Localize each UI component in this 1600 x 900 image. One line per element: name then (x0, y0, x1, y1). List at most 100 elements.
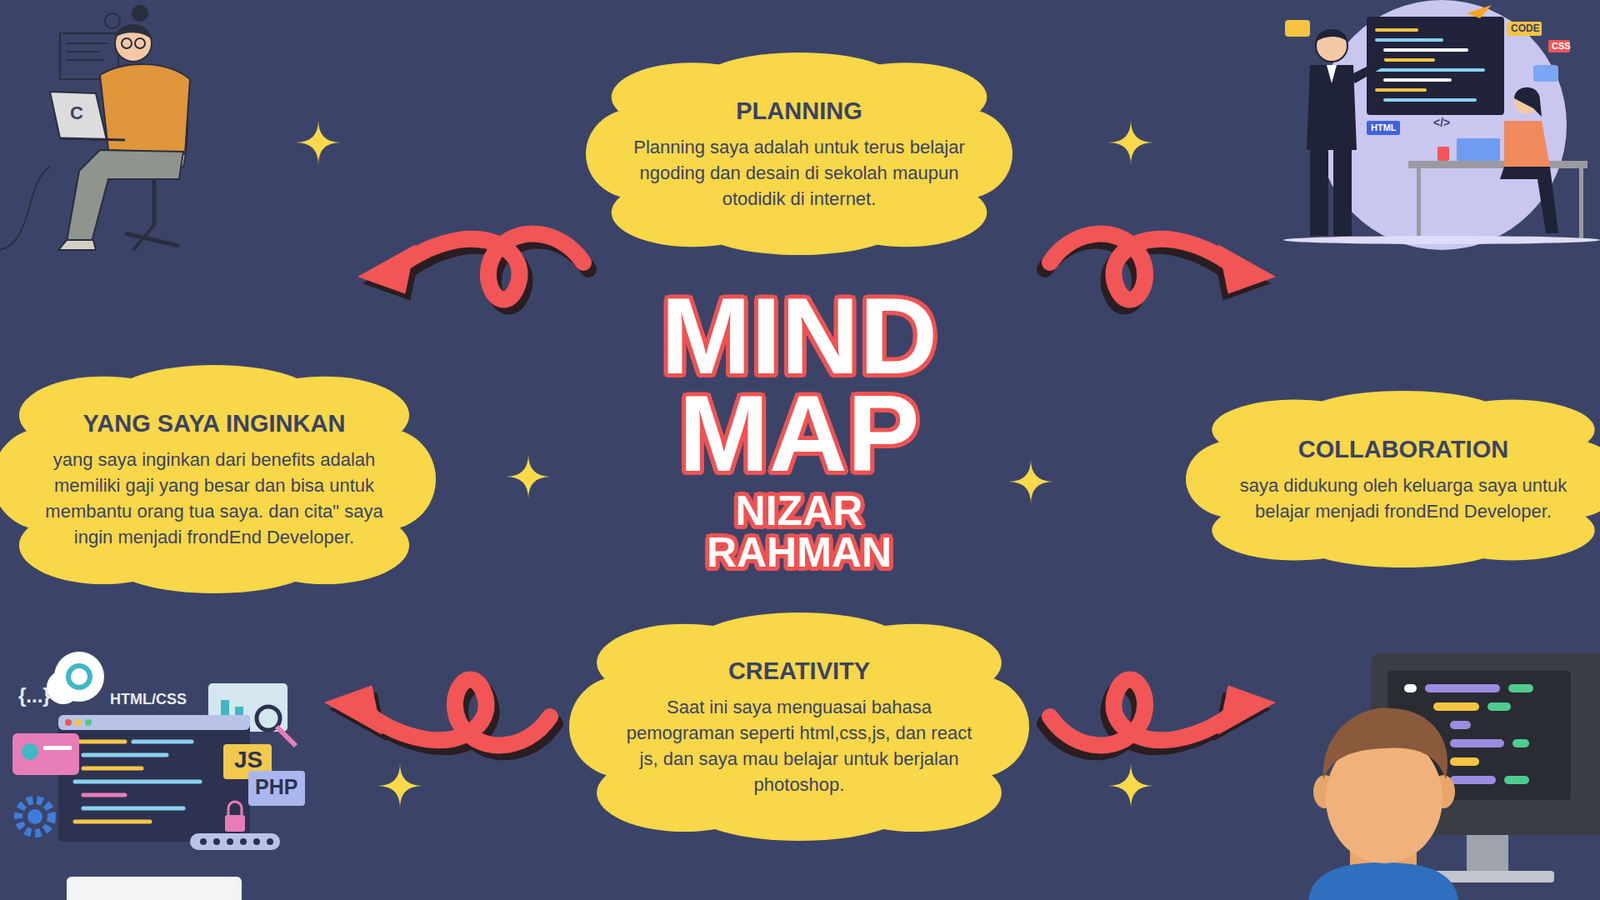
team-presentation-figure (1500, 166, 1559, 234)
code-tools-figure (200, 838, 274, 845)
team-presentation-figure (1385, 78, 1450, 82)
team-presentation-figure (1376, 88, 1425, 92)
team-presentation-figure (1466, 5, 1492, 19)
curly-arrow (1050, 234, 1275, 300)
illustration-label: CSS (1551, 40, 1571, 51)
cloud-heading: YANG SAYA INGINKAN (39, 408, 390, 439)
illustration-label: C (70, 103, 84, 124)
curly-arrow (1050, 680, 1275, 746)
code-tools-figure (75, 820, 150, 825)
team-presentation-figure (1408, 160, 1588, 169)
cloud-body-text: Saat ini saya menguasai bahasa pemograma… (615, 694, 983, 798)
code-tools-figure (18, 800, 52, 834)
team-presentation-figure (1283, 0, 1600, 250)
woman-coding-figure (60, 138, 125, 140)
cloud-heading: COLLABORATION (1232, 434, 1575, 465)
team-presentation-figure (1548, 40, 1570, 53)
code-tools-figure (190, 833, 280, 850)
sparkle (295, 120, 341, 165)
code-tools-figure (83, 766, 142, 771)
code-tools-figure (21, 743, 39, 760)
cloud-node: YANG SAYA INGINKAN yang saya inginkan dar… (0, 365, 436, 594)
woman-coding-figure (121, 38, 132, 49)
sparkle (377, 763, 423, 809)
developer-at-monitor-figure (1454, 757, 1475, 766)
code-tools-figure (75, 719, 82, 726)
team-presentation-figure (1333, 148, 1352, 236)
team-presentation-figure (1533, 65, 1559, 82)
code-tools-figure (75, 740, 125, 745)
team-presentation-figure (1366, 120, 1400, 135)
developer-at-monitor-figure (1323, 707, 1448, 780)
illustration-label: {...} (18, 685, 51, 707)
code-tools-figure (200, 838, 207, 845)
code-tools-figure (58, 715, 250, 842)
cloud-node: COLLABORATION saya didukung oleh keluarga… (1185, 390, 1600, 568)
illustration-label: </> (1433, 116, 1450, 130)
cloud-shape (569, 612, 1030, 841)
woman-coding-figure (131, 5, 149, 22)
curly-arrow (358, 234, 584, 300)
cloud-body-text: saya didukung oleh keluarga saya untuk b… (1232, 472, 1575, 525)
developer-at-monitor-figure (1408, 684, 1413, 693)
team-presentation-figure (1315, 29, 1348, 42)
team-presentation-figure (1504, 120, 1550, 167)
curly-arrow (1050, 680, 1275, 746)
developer-at-monitor-figure (1512, 684, 1530, 693)
team-presentation-figure (1306, 65, 1357, 150)
developer-at-monitor-figure (1454, 739, 1500, 748)
code-tools-figure (228, 801, 242, 815)
cloud-body-text: Planning saya adalah untuk terus belajar… (632, 134, 966, 212)
team-presentation-figure (1376, 30, 1484, 100)
code-tools-figure (226, 838, 234, 845)
woman-coding-figure (50, 91, 107, 140)
curly-arrow (325, 680, 550, 746)
developer-at-monitor-figure (1466, 835, 1509, 873)
developer-at-monitor-figure (1308, 862, 1459, 900)
cloud-heading: CREATIVITY (615, 655, 983, 686)
woman-coding-figure (66, 59, 105, 61)
team-presentation-figure (1385, 98, 1475, 102)
code-tools-figure (240, 838, 247, 845)
code-tools-figure (266, 838, 274, 845)
developer-at-monitor-figure (1437, 702, 1475, 711)
team-presentation-figure (1283, 235, 1600, 245)
developer-at-monitor-figure (1491, 702, 1507, 711)
code-tools-figure (66, 876, 242, 900)
woman-coding-figure (115, 25, 152, 62)
curly-arrow (358, 234, 589, 307)
illustration-label: JS (234, 747, 263, 774)
woman-coding-figure (66, 42, 109, 45)
team-presentation-figure (1456, 138, 1500, 161)
code-tools-figure (256, 706, 280, 730)
sparkle (1108, 120, 1154, 165)
code-tools-figure (43, 745, 72, 750)
sparkle (505, 454, 551, 500)
code-tools-figure (133, 740, 192, 745)
code-tools-figure (213, 838, 220, 845)
cloud-shape (0, 365, 436, 594)
team-presentation-figure (1366, 16, 1505, 115)
woman-coding-figure (133, 225, 155, 250)
woman-coding-figure (58, 240, 96, 250)
curly-arrow (325, 680, 550, 746)
developer-at-monitor-figure (1454, 720, 1467, 730)
woman-coding-figure (115, 25, 152, 40)
team-presentation-figure (1437, 146, 1450, 161)
team-presentation-figure (1326, 65, 1337, 84)
developer-at-monitor-figure (1454, 775, 1492, 785)
code-tools-figure (83, 793, 125, 798)
illustration-label: PHP (255, 775, 298, 800)
code-tools-figure (248, 770, 305, 806)
code-tools-figure (75, 780, 200, 785)
code-tools-figure (85, 719, 92, 726)
developer-at-monitor-figure (1516, 739, 1525, 748)
team-presentation-figure (1376, 38, 1442, 42)
woman-coding-figure (125, 233, 180, 246)
sparkle (1008, 459, 1054, 505)
code-tools-figure (12, 733, 80, 775)
illustration-label: HTML/CSS (110, 691, 187, 709)
code-tools-figure (276, 726, 296, 746)
cloud-body-text: yang saya inginkan dari benefits adalah … (39, 446, 390, 550)
